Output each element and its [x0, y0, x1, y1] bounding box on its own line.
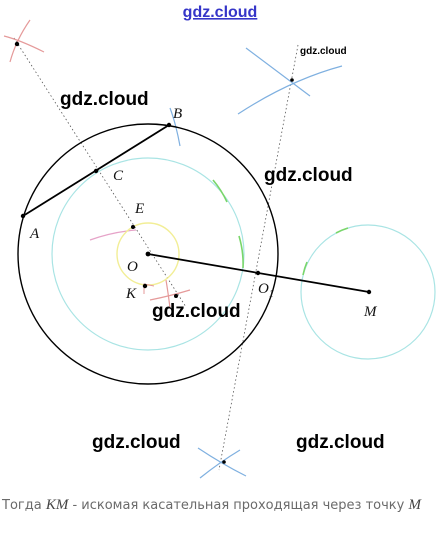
- watermark-4: gdz.cloud: [92, 432, 181, 453]
- watermark-top: gdz.cloud: [183, 4, 258, 21]
- label-a: A: [29, 226, 40, 242]
- red-arc-k-2: [165, 279, 171, 309]
- right-angle-mark: [143, 283, 155, 294]
- caption-text: Тогда KM - искомая касательная проходяща…: [2, 494, 432, 517]
- cyan-circle-o: [51, 157, 245, 351]
- blue-arc-bottom-1: [197, 447, 247, 477]
- blue-arc-upper-right-1: [245, 47, 311, 97]
- watermark-2: gdz.cloud: [264, 165, 353, 186]
- main-circle: [17, 123, 279, 385]
- point-m: [366, 289, 372, 295]
- watermark-small: gdz.cloud: [300, 46, 347, 57]
- points: [14, 41, 372, 464]
- pink-arc-e: [89, 229, 137, 241]
- caption-pre: Тогда: [2, 498, 46, 513]
- red-arc-top-left-2: [9, 19, 31, 63]
- dotted-line-through-o: [13, 37, 187, 308]
- label-o1: O1: [258, 281, 274, 300]
- label-o: O: [127, 259, 138, 275]
- point-c: [93, 168, 99, 174]
- caption-mid: - искомая касательная проходящая через т…: [68, 498, 409, 513]
- construction-diagram: A B C E O K O1 M gdz.cloud gdz.cloud gdz…: [3, 4, 436, 479]
- label-b: B: [173, 106, 182, 122]
- dotted-perpendicular-bisector: [218, 44, 299, 471]
- point-upper-right: [290, 78, 294, 82]
- red-arc-top-left: [3, 35, 45, 53]
- label-m: M: [363, 304, 378, 320]
- caption-km: KM: [45, 497, 69, 513]
- point-top-left: [14, 41, 20, 47]
- point-bottom: [222, 460, 226, 464]
- watermark-5: gdz.cloud: [296, 432, 385, 453]
- point-o: [145, 251, 151, 257]
- blue-arc-b: [169, 107, 181, 147]
- cyan-circle-m: [300, 224, 436, 360]
- label-e: E: [134, 201, 144, 217]
- point-a: [20, 213, 26, 219]
- watermark-1: gdz.cloud: [60, 89, 149, 110]
- point-e: [131, 225, 135, 229]
- caption-m: M: [408, 497, 421, 513]
- red-arc-k: [149, 289, 191, 301]
- label-c: C: [113, 168, 124, 184]
- point-k: [142, 283, 148, 289]
- label-k: K: [125, 286, 137, 302]
- point-b: [166, 122, 172, 128]
- watermark-3: gdz.cloud: [152, 301, 241, 322]
- blue-arc-upper-right-2: [237, 65, 343, 115]
- point-o1: [255, 270, 261, 276]
- construction-arcs: [3, 19, 343, 479]
- blue-arc-bottom-2: [199, 449, 241, 479]
- green-arc-accents: [212, 179, 349, 276]
- point-k2: [174, 294, 178, 298]
